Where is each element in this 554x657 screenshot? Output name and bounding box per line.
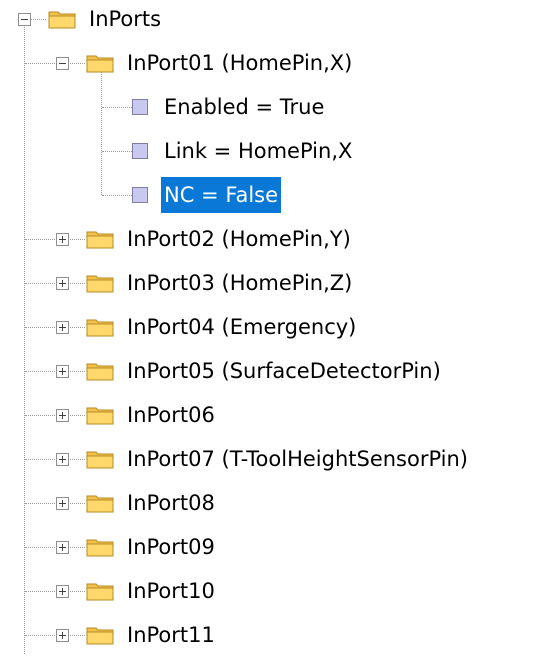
tree-line-h [25,371,55,372]
tree-node-inport01[interactable]: InPort01 (HomePin,X) [0,41,554,85]
tree-node-label: InPort07 (T-ToolHeightSensorPin) [127,447,469,471]
tree-line-root-h [31,19,46,20]
folder-icon [48,11,76,29]
tree-node-label: InPort09 [127,535,215,559]
tree-line-port01 [101,71,102,195]
tree-node-label: InPort10 [127,579,215,603]
tree-node-inport05[interactable]: InPort05 (SurfaceDetectorPin) [0,349,554,393]
tree-node-label: Enabled = True [164,95,325,119]
tree-node-enabled[interactable]: Enabled = True [0,85,554,129]
folder-icon [86,495,114,513]
expand-toggle[interactable] [56,453,69,466]
expand-toggle[interactable] [56,409,69,422]
expand-toggle[interactable] [56,629,69,642]
tree-line-h [70,371,85,372]
folder-icon [86,583,114,601]
tree-node-label: InPorts [89,7,162,31]
tree-line-h [70,283,85,284]
property-icon [132,143,148,159]
folder-icon [86,363,114,381]
property-icon [132,99,148,115]
property-icon [132,187,148,203]
expand-toggle[interactable] [56,541,69,554]
tree-line-h [70,591,85,592]
tree-line-h [70,635,85,636]
tree-line-h [70,327,85,328]
tree-node-label: InPort06 [127,403,215,427]
tree-node-label-selected: NC = False [161,177,282,213]
tree-line-h [70,547,85,548]
tree-node-inport08[interactable]: InPort08 [0,481,554,525]
tree-node-label: InPort01 (HomePin,X) [127,51,353,75]
tree-node-inport06[interactable]: InPort06 [0,393,554,437]
tree-line-h [25,239,55,240]
tree-line-h [25,635,55,636]
tree-node-label: InPort05 (SurfaceDetectorPin) [127,359,441,383]
folder-icon [86,55,114,73]
tree-line-h [70,503,85,504]
expand-toggle[interactable] [56,233,69,246]
tree-line-h [70,239,85,240]
expand-toggle[interactable] [56,365,69,378]
tree-node-inport10[interactable]: InPort10 [0,569,554,613]
tree-node-label: InPort08 [127,491,215,515]
tree-line-h [25,459,55,460]
expand-toggle[interactable] [56,497,69,510]
tree-line-h [70,63,85,64]
tree-node-nc[interactable]: NC = False [0,173,554,217]
tree-node-inport03[interactable]: InPort03 (HomePin,Z) [0,261,554,305]
tree-line-h [70,415,85,416]
tree-node-inport09[interactable]: InPort09 [0,525,554,569]
tree-node-inports[interactable]: InPorts [0,0,554,41]
folder-icon [86,539,114,557]
folder-icon [86,319,114,337]
tree-node-inport11[interactable]: InPort11 [0,613,554,657]
tree-node-inport07[interactable]: InPort07 (T-ToolHeightSensorPin) [0,437,554,481]
tree-node-label: InPort11 [127,623,215,647]
tree-line-h [25,547,55,548]
tree-node-link[interactable]: Link = HomePin,X [0,129,554,173]
tree-line-h [102,195,132,196]
tree-line-h [25,591,55,592]
tree-line-h [102,151,132,152]
folder-icon [86,231,114,249]
tree-node-inport02[interactable]: InPort02 (HomePin,Y) [0,217,554,261]
folder-icon [86,407,114,425]
tree-node-label: InPort04 (Emergency) [127,315,357,339]
tree-node-label: Link = HomePin,X [164,139,353,163]
tree-node-label: InPort03 (HomePin,Z) [127,271,353,295]
tree-line-h [70,459,85,460]
expand-toggle[interactable] [56,277,69,290]
expand-toggle[interactable] [56,585,69,598]
tree-line-h [25,327,55,328]
folder-icon [86,627,114,645]
tree-node-inport04[interactable]: InPort04 (Emergency) [0,305,554,349]
collapse-toggle-inport01[interactable] [56,57,69,70]
folder-icon [86,451,114,469]
tree-line-h [25,283,55,284]
folder-icon [86,275,114,293]
tree-line-h [102,107,132,108]
tree-line-h [25,415,55,416]
tree-line-h [25,63,55,64]
tree-node-label: InPort02 (HomePin,Y) [127,227,351,251]
collapse-toggle-inports[interactable] [18,13,31,26]
expand-toggle[interactable] [56,321,69,334]
tree-line-h [25,503,55,504]
tree-line-root [24,27,25,654]
